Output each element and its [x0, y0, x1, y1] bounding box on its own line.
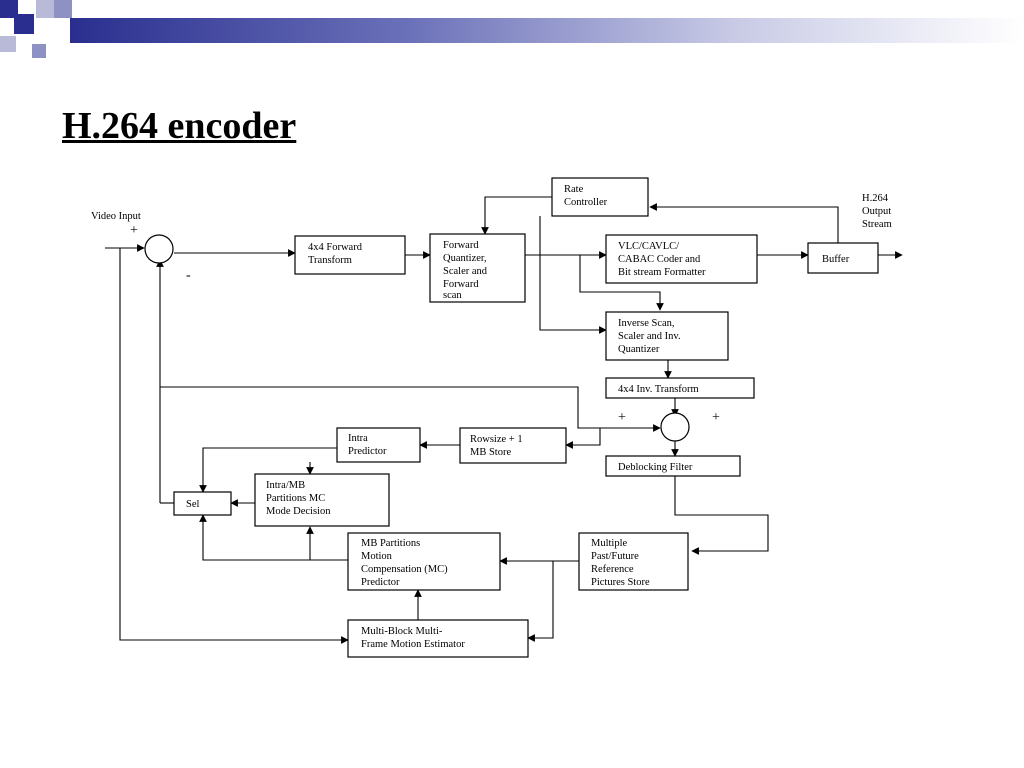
forward-quantizer-line: Forward: [443, 279, 479, 290]
inverse-scan-line: Quantizer: [618, 344, 660, 355]
vlc-coder-line: VLC/CAVLC/: [618, 241, 679, 252]
forward-quantizer-block: Forward Quantizer, Scaler and Forward sc…: [429, 233, 526, 303]
inverse-scan-block: Inverse Scan, Scaler and Inv. Quantizer: [605, 311, 729, 361]
rate-controller-line: Controller: [564, 197, 608, 208]
page-title: H.264 encoder: [62, 105, 297, 147]
motion-estimator-block: Multi-Block Multi- Frame Motion Estimato…: [347, 619, 529, 658]
rate-controller-line: Rate: [564, 184, 584, 195]
forward-transform-block: 4x4 Forward Transform: [294, 235, 406, 275]
forward-quantizer-line: Quantizer,: [443, 253, 487, 264]
input-plus-sign: +: [130, 223, 138, 238]
sel-label: Sel: [186, 499, 200, 510]
inverse-scan-line: Inverse Scan,: [618, 318, 675, 329]
motion-estimator-line: Multi-Block Multi-: [361, 626, 443, 637]
forward-transform-line: 4x4 Forward: [308, 242, 363, 253]
recon-plus-right-sign: +: [712, 410, 720, 425]
mode-decision-line: Partitions MC: [266, 493, 325, 504]
reference-store-block: Multiple Past/Future Reference Pictures …: [578, 532, 689, 591]
mode-decision-line: Intra/MB: [266, 480, 305, 491]
reference-store-line: Pictures Store: [591, 577, 650, 588]
inv-transform-label: 4x4 Inv. Transform: [618, 384, 699, 395]
deblocking-filter-block: Deblocking Filter: [605, 455, 741, 477]
vlc-coder-block: VLC/CAVLC/ CABAC Coder and Bit stream Fo…: [605, 234, 758, 284]
mode-decision-block: Intra/MB Partitions MC Mode Decision: [254, 473, 390, 527]
inverse-scan-line: Scaler and Inv.: [618, 331, 681, 342]
mc-predictor-line: Motion: [361, 551, 393, 562]
mc-predictor-line: Compensation (MC): [361, 564, 448, 575]
connection-wires: [105, 196, 903, 644]
sel-block: Sel: [173, 491, 232, 516]
mc-predictor-block: MB Partitions Motion Compensation (MC) P…: [347, 532, 501, 591]
rowsize-store-line: Rowsize + 1: [470, 434, 523, 445]
vlc-coder-line: CABAC Coder and: [618, 254, 701, 265]
intra-predictor-line: Predictor: [348, 446, 387, 457]
buffer-block: Buffer: [807, 242, 879, 274]
motion-estimator-line: Frame Motion Estimator: [361, 639, 465, 650]
forward-quantizer-line: scan: [443, 290, 462, 301]
forward-quantizer-line: Forward: [443, 240, 479, 251]
mc-predictor-line: MB Partitions: [361, 538, 420, 549]
input-minus-sign: -: [186, 268, 191, 283]
mc-predictor-line: Predictor: [361, 577, 400, 588]
vlc-coder-line: Bit stream Formatter: [618, 267, 706, 278]
input-summing-junction: [144, 234, 174, 264]
rowsize-store-line: MB Store: [470, 447, 511, 458]
reference-store-line: Multiple: [591, 538, 628, 549]
reconstruction-summing-junction: [660, 412, 690, 442]
buffer-label: Buffer: [822, 254, 850, 265]
recon-plus-left-sign: +: [618, 410, 626, 425]
forward-quantizer-line: Scaler and: [443, 266, 488, 277]
reference-store-line: Past/Future: [591, 551, 639, 562]
mode-decision-line: Mode Decision: [266, 506, 331, 517]
intra-predictor-block: Intra Predictor: [336, 427, 421, 463]
rate-controller-block: Rate Controller: [551, 177, 649, 217]
deblocking-filter-label: Deblocking Filter: [618, 462, 693, 473]
reference-store-line: Reference: [591, 564, 634, 575]
intra-predictor-line: Intra: [348, 433, 368, 444]
output-label-line: Stream: [862, 219, 892, 230]
video-input-label: Video Input: [91, 211, 141, 222]
output-label-line: H.264: [862, 193, 889, 204]
output-label-line: Output: [862, 206, 891, 217]
rowsize-store-block: Rowsize + 1 MB Store: [459, 427, 567, 464]
inv-transform-block: 4x4 Inv. Transform: [605, 377, 755, 399]
forward-transform-line: Transform: [308, 255, 352, 266]
